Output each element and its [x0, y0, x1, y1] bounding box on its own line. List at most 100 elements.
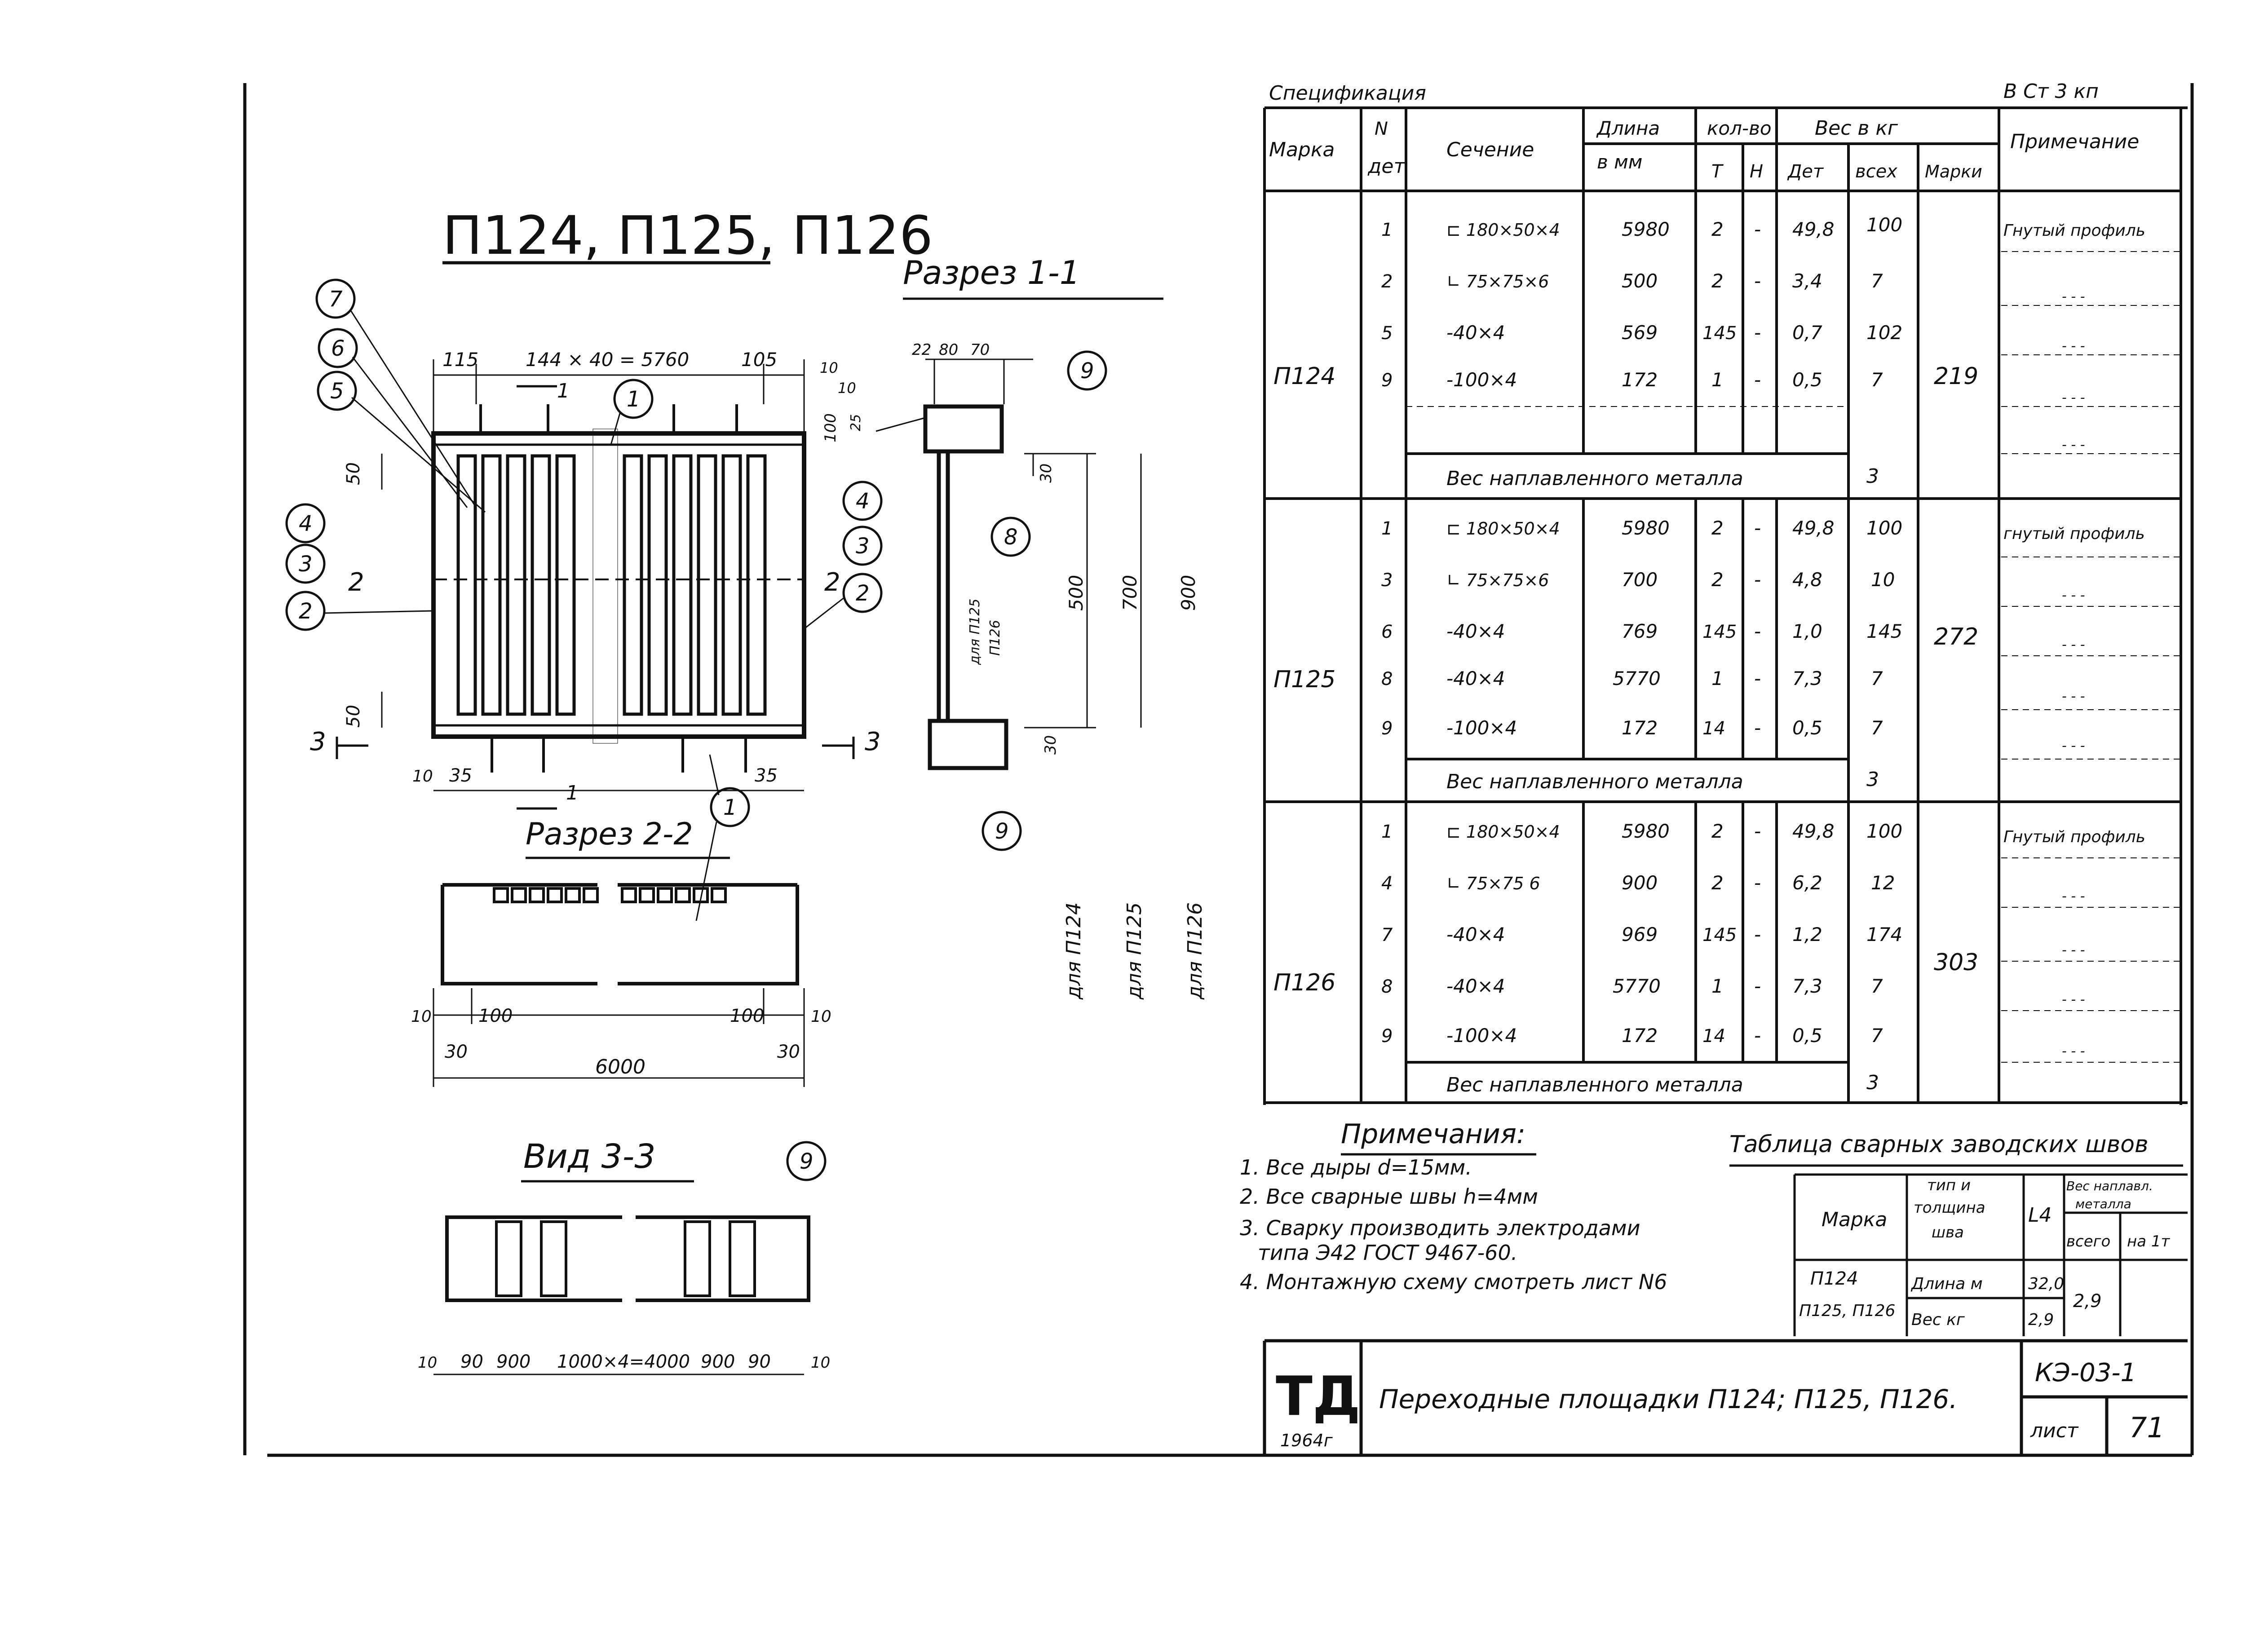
- svg-text:80: 80: [939, 341, 958, 359]
- for-p124-label: для П124: [1062, 902, 1085, 1000]
- svg-text:Марка: Марка: [1269, 138, 1335, 161]
- view-3-3: 10 90 900 1000×4=4000 900 90 10: [418, 1215, 830, 1375]
- svg-text:10: 10: [811, 1007, 831, 1026]
- spec-mark: П124: [1273, 363, 1335, 390]
- svg-text:-: -: [1754, 872, 1761, 894]
- svg-text:1: 1: [566, 782, 579, 804]
- table-row: 4 ∟ 75×75 6 900 2 - 6,2 12 - - -: [1381, 872, 2085, 904]
- plan-view: 115 144 × 40 = 5760 105 50 50 10 35 35 1…: [310, 349, 881, 810]
- svg-text:-40×4: -40×4: [1446, 923, 1505, 945]
- svg-text:49,8: 49,8: [1792, 218, 1835, 240]
- svg-text:-: -: [1754, 1025, 1761, 1047]
- svg-text:Вес наплавленного металла: Вес наплавленного металла: [1446, 1073, 1743, 1096]
- svg-text:569: 569: [1622, 322, 1658, 344]
- svg-text:Вес наплавленного металла: Вес наплавленного металла: [1446, 770, 1743, 793]
- svg-text:900: 900: [701, 1352, 735, 1372]
- svg-text:9: 9: [800, 1149, 814, 1174]
- svg-text:всех: всех: [1855, 161, 1897, 182]
- svg-text:900: 900: [1622, 872, 1658, 894]
- table-row: 1 ⊏ 180×50×4 5980 2 - 49,8 100 Гнутый пр…: [1381, 820, 2145, 846]
- svg-text:90: 90: [460, 1352, 483, 1372]
- svg-text:⊏ 180×50×4: ⊏ 180×50×4: [1446, 822, 1560, 842]
- svg-text:- - -: - - -: [2062, 338, 2085, 354]
- svg-text:969: 969: [1622, 923, 1658, 945]
- svg-text:172: 172: [1622, 1025, 1658, 1047]
- svg-text:7,3: 7,3: [1792, 975, 1822, 997]
- svg-text:Вес кг: Вес кг: [1911, 1311, 1965, 1329]
- svg-text:2: 2: [856, 581, 870, 606]
- svg-text:30: 30: [777, 1042, 800, 1062]
- svg-text:- - -: - - -: [2062, 637, 2085, 653]
- svg-text:1: 1: [1381, 822, 1393, 842]
- notes-title: Примечания:: [1341, 1118, 1525, 1150]
- svg-text:0,5: 0,5: [1792, 717, 1822, 739]
- svg-text:3: 3: [1866, 465, 1879, 488]
- sheet-label: лист: [2030, 1419, 2079, 1442]
- section-2-2-title: Разрез 2-2: [526, 817, 693, 852]
- svg-text:Длина м: Длина м: [1910, 1275, 1983, 1293]
- svg-text:219: 219: [1934, 363, 1978, 390]
- svg-text:-40×4: -40×4: [1446, 975, 1505, 997]
- svg-text:1: 1: [1711, 975, 1724, 997]
- svg-text:50: 50: [343, 705, 364, 728]
- svg-text:-40×4: -40×4: [1446, 322, 1505, 344]
- svg-text:10: 10: [838, 380, 856, 397]
- stamp-code: КЭ-03-1: [2035, 1358, 2136, 1387]
- svg-text:1: 1: [627, 387, 641, 412]
- svg-text:7: 7: [1871, 270, 1883, 292]
- svg-text:6: 6: [331, 336, 345, 361]
- svg-text:174: 174: [1866, 923, 1902, 945]
- svg-text:10: 10: [412, 767, 433, 786]
- svg-text:3: 3: [1381, 570, 1393, 591]
- svg-text:Гнутый профиль: Гнутый профиль: [2003, 828, 2145, 846]
- svg-text:30: 30: [1037, 464, 1055, 483]
- svg-text:144 × 40 = 5760: 144 × 40 = 5760: [526, 349, 689, 371]
- sheet-frame: [243, 83, 2194, 1457]
- svg-text:900: 900: [1177, 575, 1199, 611]
- svg-text:Сечение: Сечение: [1446, 138, 1534, 161]
- svg-text:12: 12: [1871, 872, 1895, 894]
- svg-text:на 1т: на 1т: [2127, 1232, 2171, 1250]
- svg-text:- - -: - - -: [2062, 738, 2085, 754]
- svg-text:7: 7: [1381, 925, 1393, 945]
- svg-text:-: -: [1754, 923, 1761, 945]
- table-row: 3 ∟ 75×75×6 700 2 - 4,8 10 - - -: [1381, 569, 2085, 603]
- svg-text:- - -: - - -: [2062, 587, 2085, 603]
- svg-text:Вес наплавл.: Вес наплавл.: [2066, 1179, 2153, 1193]
- svg-text:1,0: 1,0: [1792, 620, 1822, 642]
- svg-text:L4: L4: [2028, 1204, 2052, 1227]
- svg-text:9: 9: [1381, 1026, 1393, 1047]
- svg-text:1. Все дыры d=15мм.: 1. Все дыры d=15мм.: [1240, 1155, 1472, 1179]
- specification-table: Спецификация В Ст 3 кп: [1263, 80, 2188, 1105]
- svg-text:5980: 5980: [1622, 820, 1670, 842]
- svg-text:700: 700: [1622, 569, 1658, 591]
- svg-text:-: -: [1754, 369, 1761, 391]
- svg-text:2: 2: [348, 568, 364, 597]
- svg-text:3,4: 3,4: [1792, 270, 1822, 292]
- callouts: [285, 278, 1107, 1181]
- svg-text:90: 90: [748, 1352, 771, 1372]
- svg-text:⊏ 180×50×4: ⊏ 180×50×4: [1446, 220, 1560, 240]
- svg-text:9: 9: [1381, 718, 1393, 739]
- svg-text:-100×4: -100×4: [1446, 717, 1517, 739]
- svg-text:22: 22: [912, 341, 931, 359]
- svg-text:2: 2: [1711, 270, 1724, 292]
- svg-text:-: -: [1754, 322, 1761, 344]
- svg-text:Длина: Длина: [1596, 117, 1660, 139]
- table-row: 9 -100×4 172 14 - 0,5 7 - - -: [1381, 1025, 2085, 1059]
- svg-text:8: 8: [1004, 525, 1018, 550]
- td-logo: ТД: [1276, 1365, 1361, 1428]
- svg-text:9: 9: [1381, 370, 1393, 391]
- svg-text:2: 2: [824, 568, 840, 597]
- svg-text:1: 1: [1711, 667, 1724, 689]
- svg-text:1: 1: [1711, 369, 1724, 391]
- svg-text:100: 100: [1866, 517, 1902, 539]
- svg-text:5770: 5770: [1613, 975, 1661, 997]
- svg-text:30: 30: [445, 1042, 468, 1062]
- svg-text:1,2: 1,2: [1792, 923, 1822, 945]
- svg-text:П125, П126: П125, П126: [1799, 1302, 1895, 1320]
- svg-text:10: 10: [418, 1354, 437, 1372]
- svg-text:1: 1: [1381, 518, 1393, 539]
- svg-text:145: 145: [1866, 620, 1902, 642]
- svg-text:кол-во: кол-во: [1707, 117, 1772, 139]
